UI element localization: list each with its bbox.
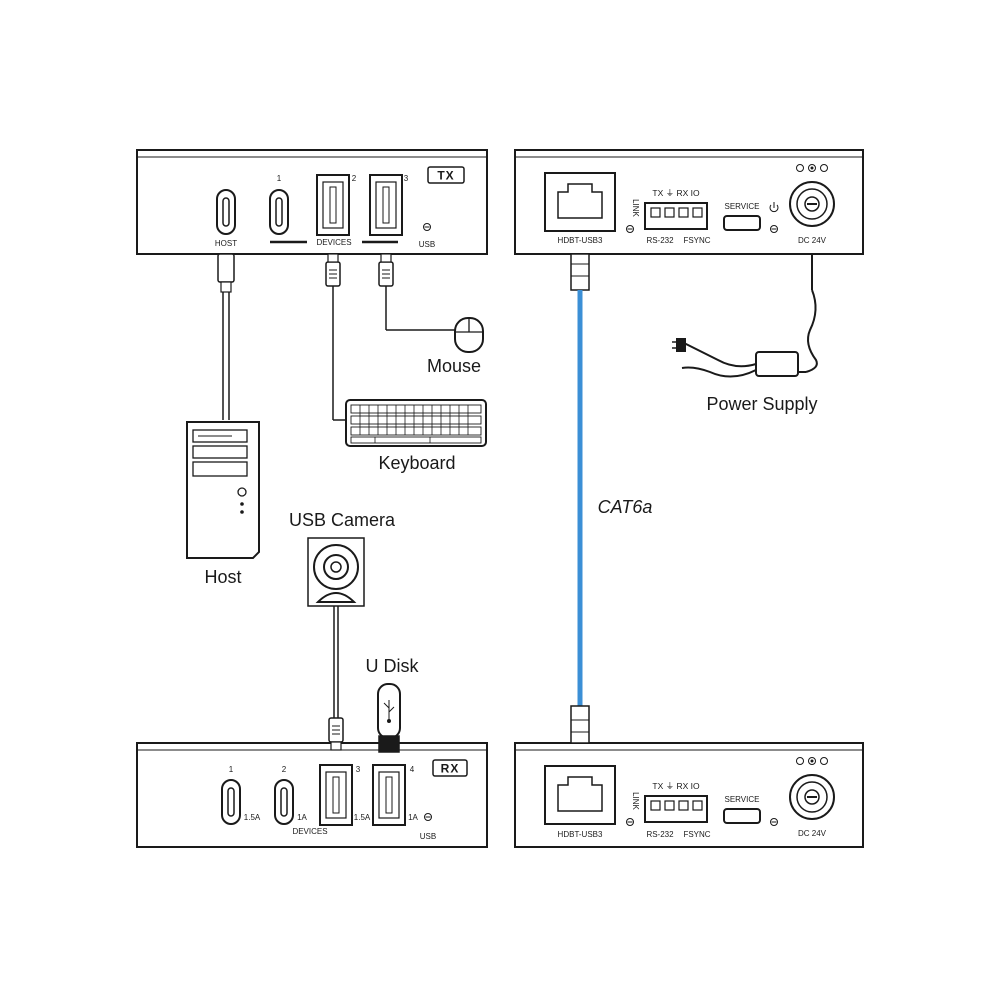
power-supply-label: Power Supply	[706, 394, 817, 414]
tx-usb-label: USB	[419, 240, 435, 249]
u-disk-icon	[377, 683, 401, 753]
hdbt-label-bottom: HDBT-USB3	[558, 830, 603, 839]
rx-usb-led	[424, 813, 432, 821]
dc-power-jack-top[interactable]	[789, 181, 835, 227]
serial-pins-label-top: TX ⏚ RX IO	[652, 188, 700, 198]
mouse-icon	[454, 317, 484, 353]
dc-label-top: DC 24V	[798, 236, 827, 245]
tx-usb-led	[423, 223, 431, 231]
hdbt-label-top: HDBT-USB3	[558, 236, 603, 245]
usb-camera-cable	[328, 606, 344, 751]
rx-port-3-number: 3	[356, 765, 361, 774]
link-led-top	[626, 225, 634, 233]
service-label-bottom: SERVICE	[725, 795, 760, 804]
cable-label: CAT6a	[598, 497, 653, 517]
rx-port-1-current: 1.5A	[244, 813, 261, 822]
keyboard-label: Keyboard	[378, 453, 455, 473]
rx-port-4-current: 1A	[408, 813, 418, 822]
rx-badge: RX	[441, 762, 460, 776]
service-port-top[interactable]	[723, 215, 761, 231]
power-led-top	[770, 225, 778, 233]
link-label-top: LINK	[631, 199, 640, 217]
host-pc-icon	[186, 421, 260, 559]
mouse-cable	[378, 253, 458, 331]
cat6a-cable	[570, 253, 590, 744]
tx-badge: TX	[437, 169, 454, 183]
tx-port-3-number: 3	[404, 174, 409, 183]
usb-camera-icon	[307, 537, 365, 607]
tx-usba-port-2[interactable]	[316, 174, 350, 236]
host-cable	[217, 253, 235, 420]
service-label-top: SERVICE	[725, 202, 760, 211]
serial-terminal-block-top[interactable]	[644, 202, 708, 230]
hdbt-port-top[interactable]	[544, 172, 616, 232]
tx-unit: TX HOST 1 2 3 DEVICES USB	[136, 149, 488, 255]
dc-power-jack-bottom[interactable]	[789, 774, 835, 820]
rx-port-2-number: 2	[282, 765, 287, 774]
host-label: Host	[204, 567, 241, 587]
dc-label-bottom: DC 24V	[798, 829, 827, 838]
rx-badge-box	[432, 759, 468, 777]
rx-port-1-number: 1	[229, 765, 234, 774]
rx-port-2-current: 1A	[297, 813, 307, 822]
keyboard-icon	[345, 399, 487, 447]
service-port-bottom[interactable]	[723, 808, 761, 824]
rx-usba-port-3[interactable]	[319, 764, 353, 826]
tx-host-label: HOST	[215, 239, 237, 248]
rx-usb-label: USB	[420, 832, 436, 841]
rx-port-4-number: 4	[410, 765, 415, 774]
tx-usba-port-3[interactable]	[369, 174, 403, 236]
polarity-icon-bottom	[796, 757, 828, 765]
usb-camera-label: USB Camera	[289, 510, 396, 530]
tx-usbc-port-1[interactable]	[269, 189, 289, 235]
rx-usbc-port-1[interactable]	[221, 779, 241, 825]
fsync-label-top: FSYNC	[683, 236, 710, 245]
power-supply-icon	[672, 254, 818, 378]
rx-devices-label: DEVICES	[292, 827, 327, 836]
polarity-icon	[796, 164, 828, 172]
mouse-label: Mouse	[427, 356, 481, 376]
link-label-bottom: LINK	[631, 792, 640, 810]
rx-usbc-port-2[interactable]	[274, 779, 294, 825]
hdbt-port-bottom[interactable]	[544, 765, 616, 825]
extender-unit-top: HDBT-USB3 LINK TX ⏚ RX IO RS-232 FSYNC S…	[514, 149, 864, 255]
tx-badge-box	[427, 166, 465, 184]
power-led-bottom	[770, 818, 778, 826]
u-disk-label: U Disk	[366, 656, 420, 676]
keyboard-cable	[325, 253, 346, 421]
tx-host-usbc-port[interactable]	[216, 189, 236, 235]
rx-port-3-current: 1.5A	[354, 813, 371, 822]
serial-pins-label-bottom: TX ⏚ RX IO	[652, 781, 700, 791]
rs232-label-bottom: RS-232	[646, 830, 674, 839]
fsync-label-bottom: FSYNC	[683, 830, 710, 839]
tx-devices-label: DEVICES	[316, 238, 351, 247]
rx-unit: RX 1 1.5A 2 1A 3 1.5A 4 1A DEVICES USB	[136, 742, 488, 848]
link-led-bottom	[626, 818, 634, 826]
extender-unit-bottom: HDBT-USB3 LINK TX ⏚ RX IO RS-232 FSYNC S…	[514, 742, 864, 848]
tx-port-1-number: 1	[277, 174, 282, 183]
rx-usba-port-4[interactable]	[372, 764, 406, 826]
power-icon	[769, 202, 779, 213]
serial-terminal-block-bottom[interactable]	[644, 795, 708, 823]
tx-port-2-number: 2	[352, 174, 357, 183]
rs232-label-top: RS-232	[646, 236, 674, 245]
